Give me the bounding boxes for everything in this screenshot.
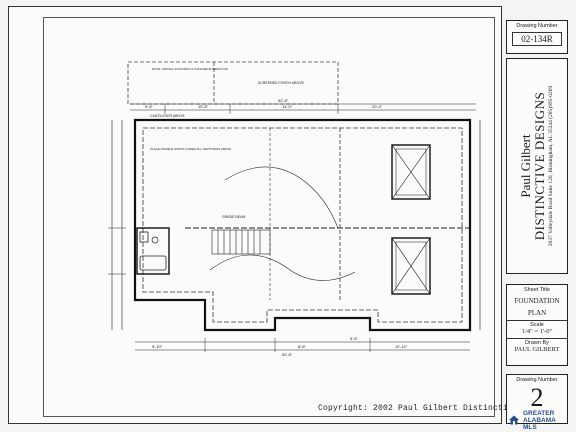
drawn-by-value: PAUL GILBERT <box>514 346 560 353</box>
title-block: Drawing Number 02-134R Paul Gilbert DIST… <box>502 6 570 424</box>
dim-g: 12'-10" <box>395 344 408 349</box>
firm-box: Paul Gilbert DISTINCTIVE DESIGNS 2037 Va… <box>506 58 568 274</box>
dim-total: 52'-8" <box>278 98 289 103</box>
mech-box-lower <box>391 237 431 295</box>
bathroom-block <box>136 227 170 275</box>
house-icon <box>509 415 519 425</box>
firm-rotated: Paul Gilbert DISTINCTIVE DESIGNS 2037 Va… <box>518 61 555 271</box>
firm-line2: DISTINCTIVE DESIGNS <box>532 91 547 241</box>
dim-b: 10'-8" <box>198 104 209 109</box>
mls-logo: GREATER ALABAMA MLS <box>508 410 574 431</box>
drawing-number-box: Drawing Number 02-134R <box>506 20 568 54</box>
dim-f: 8'-6" <box>298 344 307 349</box>
mech-box-upper <box>391 144 431 200</box>
logo-line1: GREATER <box>523 409 555 417</box>
foundation-outer-wall <box>133 118 472 332</box>
drawing-sheet <box>8 6 502 424</box>
firm-name: Paul Gilbert <box>518 134 533 198</box>
dim-total-bottom: 52'-8" <box>282 352 293 357</box>
firm-address: 2037 Valleydale Road Suite 120, Birmingh… <box>548 85 554 247</box>
logo-text: GREATER ALABAMA MLS <box>523 410 556 431</box>
drawn-by-label: Drawn By <box>507 338 567 346</box>
page-number-box: Drawing Number 2 <box>506 374 568 424</box>
dim-a: 9'-4" <box>145 104 154 109</box>
dim-d: 20'-4" <box>372 104 383 109</box>
drawing-border <box>43 17 495 417</box>
copyright-text: Copyright: 2002 Paul Gilbert Distinctive… <box>318 404 559 413</box>
dim-c: 14'-0" <box>282 104 293 109</box>
logo-line2: ALABAMA <box>523 416 556 424</box>
foundation-plan-drawing: SCREENED PORCH ABOVE NOTE: INSTALL FOOTI… <box>108 61 481 357</box>
label-cantilever: CANTILEVER ABOVE <box>150 114 185 118</box>
label-joists: PLACE DOUBLE JOISTS UNDER ALL PARTITIONS… <box>150 147 231 151</box>
stair <box>211 229 271 255</box>
sheet-title-box: Sheet Title FOUNDATION PLAN Scale 1/4" =… <box>506 284 568 366</box>
page-number-value: 2 <box>530 383 544 412</box>
drawing-number-label: Drawing Number <box>516 23 558 29</box>
label-grade-beam: GRADE BEAM <box>222 215 245 219</box>
label-screened-porch: SCREENED PORCH ABOVE <box>258 81 305 85</box>
scale-value: 1/4" = 1'-0" <box>521 328 553 335</box>
sheet-title-2: PLAN <box>527 309 547 317</box>
drawing-number-value: 02-134R <box>512 32 562 46</box>
label-note-top: NOTE: INSTALL FOOTINGS & CONCRETE PIERS … <box>152 67 229 71</box>
page-number-label: Drawing Number <box>516 377 558 383</box>
foundation-footing <box>142 127 463 323</box>
logo-line3: MLS <box>523 423 537 431</box>
dim-e: 9'-10" <box>152 344 163 349</box>
dim-h: 5'-6" <box>350 336 359 341</box>
sheet-title-1: FOUNDATION <box>514 297 560 305</box>
sheet-title-label: Sheet Title <box>524 287 550 293</box>
scale-label: Scale <box>507 320 567 328</box>
